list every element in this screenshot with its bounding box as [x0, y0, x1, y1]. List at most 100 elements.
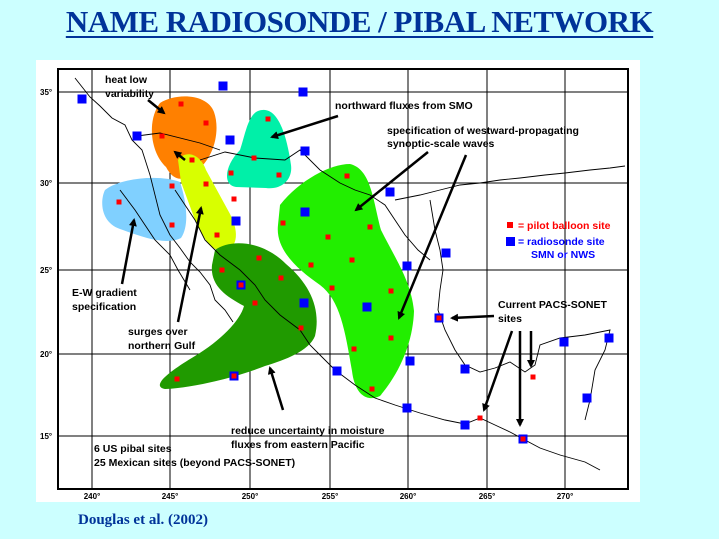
arrows [120, 99, 535, 427]
pibal-site-marker [159, 133, 165, 139]
arrow-heat-low [147, 99, 166, 115]
radiosonde-site-marker [460, 420, 470, 430]
pibal-site-marker [344, 173, 350, 179]
pibal-site-marker [388, 288, 394, 294]
label-pacs-2: sites [498, 313, 522, 325]
radiosonde-site-marker [385, 187, 395, 197]
pibal-site-marker [280, 220, 286, 226]
lon-tick-label: 255° [322, 492, 339, 501]
graticule [58, 69, 628, 489]
pibal-site-marker [116, 199, 122, 205]
pibal-site-marker [477, 415, 483, 421]
radiosonde-site-marker [441, 248, 451, 258]
pibal-site-marker [265, 116, 271, 122]
pibal-site-marker [169, 222, 175, 228]
legend-radiosonde-sub: SMN or NWS [531, 249, 595, 261]
pibal-site-marker [252, 300, 258, 306]
lon-tick-label: 265° [479, 492, 496, 501]
arrow-reduce [267, 366, 285, 411]
lat-tick-label: 15° [40, 432, 52, 441]
arrow-surges [176, 206, 204, 323]
label-reduce-2: fluxes from eastern Pacific [231, 439, 365, 451]
radiosonde-site-marker [299, 298, 309, 308]
label-ew-2: specification [72, 301, 136, 313]
label-pacs-1: Current PACS-SONET [498, 299, 607, 311]
lon-tick-label: 240° [84, 492, 101, 501]
pibal-site-marker [178, 101, 184, 107]
pibal-site-marker [238, 282, 244, 288]
pibal-site-marker [367, 224, 373, 230]
radiosonde-site-marker [332, 366, 342, 376]
arrow-northward [270, 114, 339, 139]
region-synoptic [277, 164, 414, 399]
radiosonde-site-marker [132, 131, 142, 141]
lon-tick-label: 260° [400, 492, 417, 501]
citation: Douglas et al. (2002) [78, 512, 208, 528]
lat-tick-label: 30° [40, 179, 52, 188]
label-northward: northward fluxes from SMO [335, 100, 473, 112]
radiosonde-site-marker [77, 94, 87, 104]
label-spec-2: synoptic-scale waves [387, 138, 495, 150]
pibal-site-marker [436, 315, 442, 321]
region-smo [226, 109, 292, 189]
label-surges-2: northern Gulf [128, 340, 196, 352]
label-count-1: 6 US pibal sites [94, 443, 172, 455]
region-pacific [159, 243, 317, 389]
label-reduce-1: reduce uncertainty in moisture [231, 425, 385, 437]
pibal-site-marker [203, 120, 209, 126]
pibal-site-marker [228, 170, 234, 176]
label-count-2: 25 Mexican sites (beyond PACS-SONET) [94, 457, 295, 469]
label-spec-1: specification of westward-propagating [387, 125, 579, 137]
radiosonde-site-marker [225, 135, 235, 145]
arrow-spec-1 [354, 151, 429, 212]
slide-title-text: NAME RADIOSONDE / PIBAL NETWORK [65, 4, 654, 39]
pibal-site-marker [256, 255, 262, 261]
arrow-pacs-1 [450, 313, 495, 322]
lat-tick-label: 35° [40, 88, 52, 97]
radiosonde-site-marker [460, 364, 470, 374]
axis-ticks: 240°245°250°255°260°265°270°35°30°25°20°… [40, 88, 573, 501]
radiosonde-site-marker [298, 87, 308, 97]
arrow-ew-gradient [120, 218, 137, 285]
pibal-site-marker [329, 285, 335, 291]
map-frame [57, 68, 629, 490]
region-heat-low [151, 96, 217, 179]
pibal-site-marker [278, 275, 284, 281]
arrow-pacs-2 [482, 330, 514, 412]
pibal-site-marker [520, 436, 526, 442]
radiosonde-site-marker [218, 81, 228, 91]
slide-title: NAME RADIOSONDE / PIBAL NETWORK [0, 4, 719, 40]
arrow-spec-2 [397, 154, 468, 320]
arrow-surges-orange [173, 150, 186, 161]
radiosonde-site-marker [231, 216, 241, 226]
radiosonde-site-marker [300, 207, 310, 217]
legend-pibal-label: = pilot balloon site [518, 220, 611, 232]
pibal-site-marker [308, 262, 314, 268]
label-heat-low-2: variability [105, 88, 154, 100]
lat-tick-label: 20° [40, 350, 52, 359]
radiosonde-site-marker [362, 302, 372, 312]
radiosonde-site-marker [402, 261, 412, 271]
lat-tick-label: 25° [40, 266, 52, 275]
radiosonde-site-marker [300, 146, 310, 156]
pibal-site-marker [351, 346, 357, 352]
legend-radiosonde-swatch [506, 237, 515, 246]
pibal-site-marker [251, 155, 257, 161]
legend-radiosonde-label: = radiosonde site [518, 236, 605, 248]
label-heat-low-1: heat low [105, 74, 148, 86]
site-markers [77, 81, 614, 444]
pibal-site-marker [231, 373, 237, 379]
pibal-site-marker [219, 267, 225, 273]
pibal-site-marker [298, 325, 304, 331]
pibal-site-marker [530, 374, 536, 380]
radiosonde-site-marker [402, 403, 412, 413]
pibal-site-marker [203, 181, 209, 187]
pibal-site-marker [276, 172, 282, 178]
pibal-site-marker [369, 386, 375, 392]
pibal-site-marker [325, 234, 331, 240]
pibal-site-marker [169, 183, 175, 189]
lon-tick-label: 250° [242, 492, 259, 501]
pibal-site-marker [231, 196, 237, 202]
radiosonde-site-marker [582, 393, 592, 403]
